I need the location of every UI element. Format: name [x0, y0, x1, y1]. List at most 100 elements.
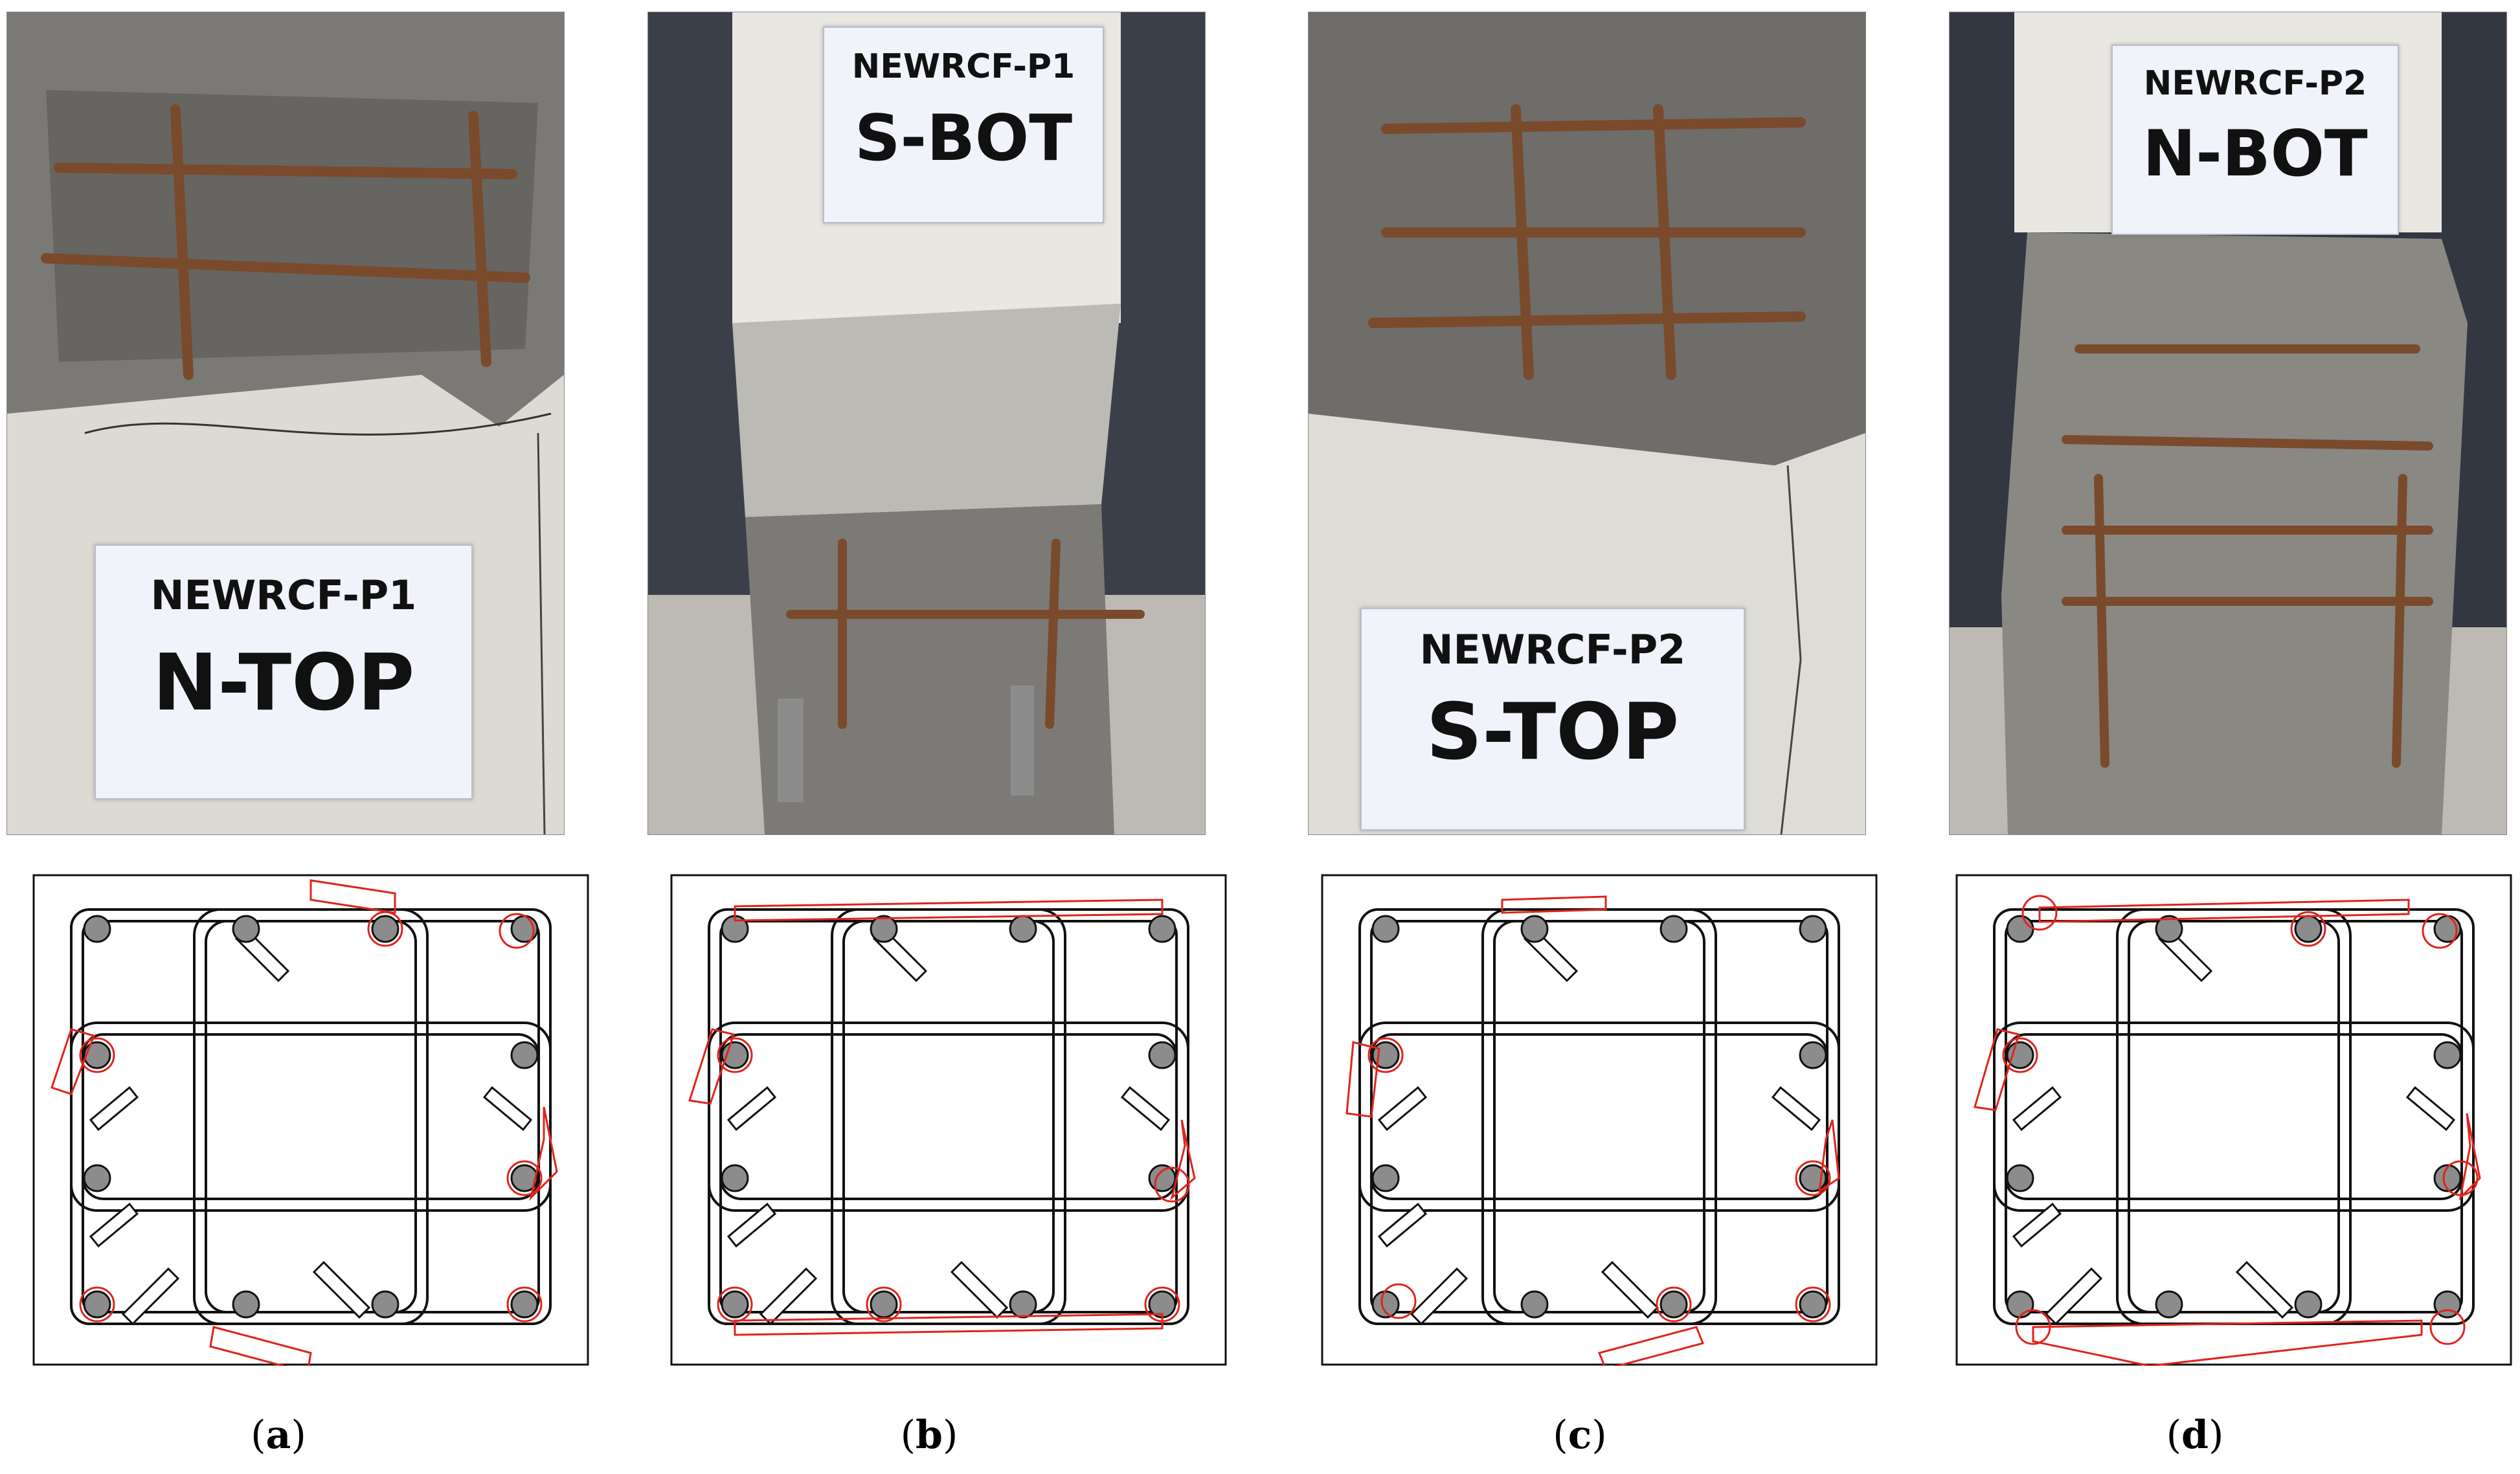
damage-outline — [209, 1326, 312, 1366]
longitudinal-rebar — [2006, 1041, 2034, 1069]
damage-outline — [529, 1106, 558, 1201]
specimen-photo-b: NEWRCF-P1 S-BOT — [647, 12, 1206, 835]
panel-caption-b: (b) — [900, 1413, 958, 1458]
longitudinal-rebar — [510, 1164, 539, 1192]
longitudinal-rebar — [2155, 1290, 2183, 1319]
longitudinal-rebar — [83, 915, 111, 943]
longitudinal-rebar — [1148, 1164, 1176, 1192]
longitudinal-rebar — [1799, 1290, 1827, 1319]
damage-outline — [51, 1028, 95, 1095]
diagram-frame — [1955, 874, 2512, 1366]
outer-hoop-outer — [70, 908, 552, 1325]
damage-marker — [499, 913, 535, 949]
longitudinal-rebar — [1009, 1290, 1037, 1319]
longitudinal-rebar — [510, 1290, 539, 1319]
longitudinal-rebar — [1659, 915, 1688, 943]
specimen-label-sign: NEWRCF-P1 S-BOT — [823, 27, 1104, 223]
longitudinal-rebar — [1520, 915, 1549, 943]
damage-outline — [1597, 1326, 1705, 1366]
longitudinal-rebar — [2433, 1164, 2462, 1192]
inner-tie-horizontal-inner — [82, 1033, 540, 1200]
longitudinal-rebar — [2006, 915, 2034, 943]
damage-outline — [309, 879, 396, 914]
damage-outline — [1818, 1119, 1840, 1194]
panel-caption-d: (d) — [2166, 1413, 2224, 1458]
panel-letter: a — [265, 1413, 291, 1458]
outer-hoop-inner — [2005, 920, 2463, 1313]
tie-hook — [1771, 1086, 1821, 1132]
damage-outline — [2032, 1319, 2423, 1366]
section-svg — [1955, 874, 2512, 1366]
longitudinal-rebar — [2433, 1041, 2462, 1069]
tie-hook — [726, 1086, 777, 1132]
damage-marker — [79, 1286, 115, 1323]
longitudinal-rebar — [2155, 915, 2183, 943]
damage-outline — [1170, 1119, 1196, 1201]
tie-hook — [2012, 1086, 2062, 1132]
longitudinal-rebar — [371, 1290, 399, 1319]
damage-marker — [1656, 1286, 1692, 1323]
specimen-label-sign: NEWRCF-P2 N-BOT — [2111, 45, 2399, 235]
tie-hook — [89, 1202, 139, 1248]
diagram-frame — [32, 874, 589, 1366]
specimen-code: NEWRCF-P1 — [851, 47, 1075, 86]
cross-section-diagram-d — [1955, 874, 2512, 1366]
longitudinal-rebar — [2006, 1164, 2034, 1192]
longitudinal-rebar — [232, 1290, 260, 1319]
inner-tie-vertical-inner — [205, 920, 417, 1313]
longitudinal-rebar — [2294, 915, 2323, 943]
damage-marker — [2429, 1309, 2466, 1345]
damage-marker — [717, 1037, 753, 1073]
outer-hoop-inner — [1370, 920, 1828, 1313]
section-svg — [32, 874, 589, 1366]
specimen-code: NEWRCF-P1 — [150, 572, 417, 619]
damage-outline — [2458, 1113, 2481, 1201]
tie-hook — [1377, 1202, 1428, 1248]
tie-hook — [2405, 1086, 2456, 1132]
specimen-position: S-BOT — [854, 102, 1073, 175]
longitudinal-rebar — [1520, 1290, 1549, 1319]
tie-hook — [759, 1267, 818, 1326]
outer-hoop-inner — [719, 920, 1178, 1313]
tie-hook — [121, 1267, 180, 1326]
longitudinal-rebar — [2006, 1290, 2034, 1319]
inner-tie-horizontal-outer — [70, 1022, 552, 1212]
inner-tie-vertical-inner — [842, 920, 1055, 1313]
longitudinal-rebar — [1799, 1041, 1827, 1069]
cross-section-diagram-a — [32, 874, 589, 1366]
outer-hoop-outer — [1358, 908, 1840, 1325]
section-svg — [1321, 874, 1878, 1366]
damage-outline — [2038, 899, 2410, 923]
damage-marker — [506, 1160, 543, 1196]
inner-tie-horizontal-outer — [708, 1022, 1189, 1212]
longitudinal-rebar — [83, 1164, 111, 1192]
diagram-frame — [670, 874, 1227, 1366]
inner-tie-horizontal-inner — [2005, 1033, 2463, 1200]
specimen-position: N-TOP — [152, 638, 415, 728]
tie-hook — [2012, 1202, 2062, 1248]
tie-hook — [2044, 1267, 2103, 1326]
tie-hook — [89, 1086, 139, 1132]
longitudinal-rebar — [1371, 1164, 1400, 1192]
specimen-position: N-BOT — [2143, 117, 2368, 191]
diagram-frame — [1321, 874, 1878, 1366]
inner-tie-horizontal-inner — [719, 1033, 1178, 1200]
longitudinal-rebar — [2294, 1290, 2323, 1319]
damage-marker — [2422, 913, 2458, 949]
tie-hook — [950, 1260, 1009, 1319]
panel-letter: b — [916, 1413, 943, 1458]
damage-marker — [1795, 1286, 1831, 1323]
damage-marker — [2021, 895, 2058, 931]
longitudinal-rebar — [1371, 915, 1400, 943]
specimen-label-sign: NEWRCF-P2 S-TOP — [1360, 608, 1745, 831]
specimen-photo-d: NEWRCF-P2 N-BOT — [1949, 12, 2507, 835]
inner-tie-vertical-outer — [2116, 908, 2352, 1325]
damage-marker — [1154, 1167, 1190, 1203]
inner-tie-vertical-outer — [831, 908, 1066, 1325]
damage-marker — [1380, 1283, 1417, 1319]
damage-outline — [1501, 895, 1607, 914]
cross-section-diagram-c — [1321, 874, 1878, 1366]
inner-tie-vertical-inner — [2128, 920, 2340, 1313]
tie-hook — [1410, 1267, 1468, 1326]
specimen-code: NEWRCF-P2 — [1419, 626, 1686, 673]
